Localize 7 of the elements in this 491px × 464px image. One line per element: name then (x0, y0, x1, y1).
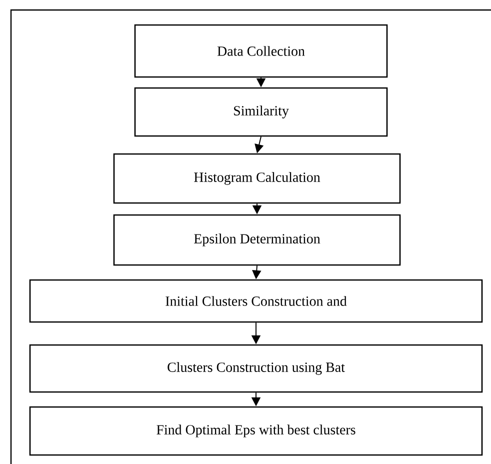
process-box: Similarity (134, 87, 388, 137)
process-box: Clusters Construction using Bat (29, 344, 483, 393)
process-box: Find Optimal Eps with best clusters (29, 406, 483, 456)
process-box: Histogram Calculation (113, 153, 401, 204)
process-box: Data Collection (134, 24, 388, 78)
process-box: Initial Clusters Construction and (29, 279, 483, 323)
process-box: Epsilon Determination (113, 214, 401, 266)
